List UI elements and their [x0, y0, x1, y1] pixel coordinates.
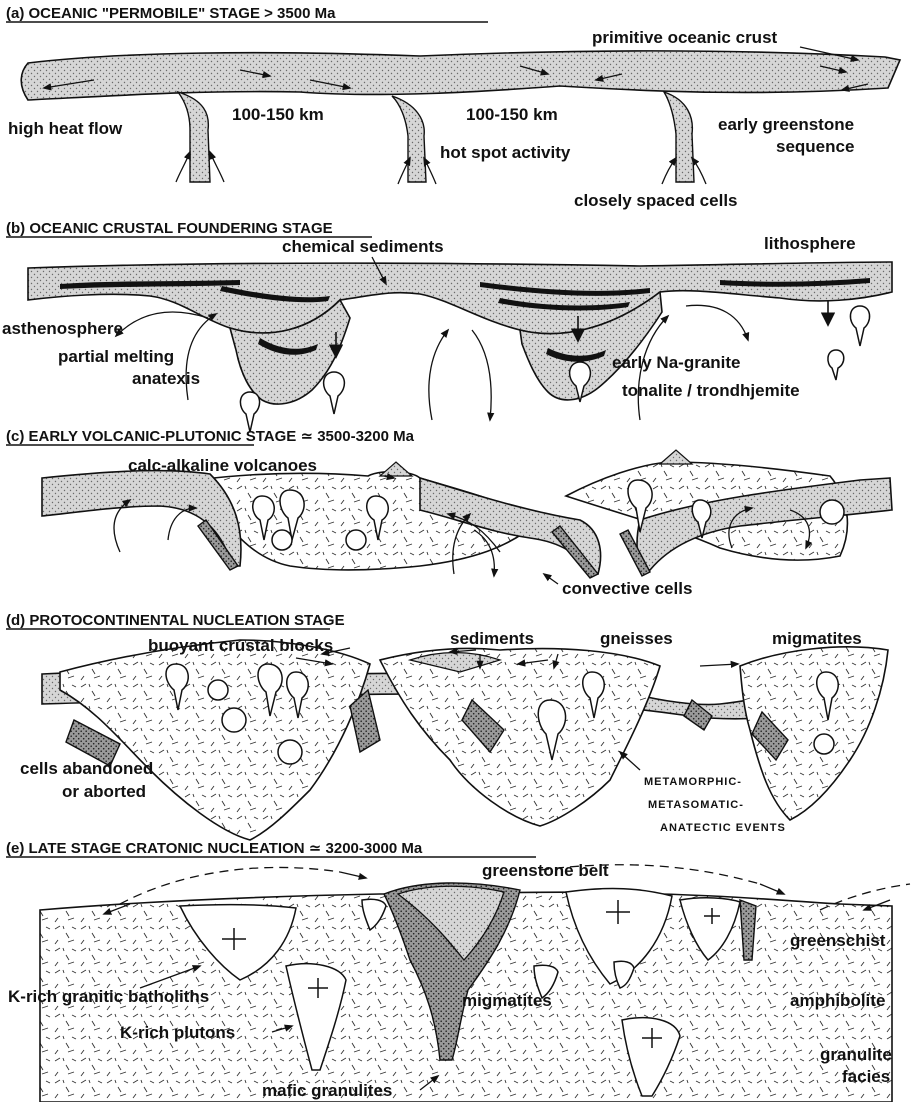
label-tonalite-trondhjemite: tonalite / trondhjemite	[622, 381, 800, 400]
leader-arrow	[620, 752, 640, 770]
label-k-rich-plutons: K-rich plutons	[120, 1023, 235, 1042]
label-metamorphic: METAMORPHIC-	[644, 776, 742, 788]
label-migmatites-d: migmatites	[772, 629, 862, 648]
panel-e: (e) LATE STAGE CRATONIC NUCLEATION ≃ 320…	[6, 840, 910, 1102]
label-cells-abandoned: cells abandoned	[20, 759, 153, 778]
label-granulite: granulite	[820, 1045, 892, 1064]
pluton-cross	[814, 734, 834, 754]
label-cell-width-2: 100-150 km	[466, 105, 558, 124]
volcano	[380, 462, 412, 476]
panel-d-title: (d) PROTOCONTINENTAL NUCLEATION STAGE	[6, 612, 345, 629]
continental-block-2	[380, 648, 660, 826]
panel-e-title: (e) LATE STAGE CRATONIC NUCLEATION ≃ 320…	[6, 840, 423, 857]
label-hot-spot-activity: hot spot activity	[440, 143, 571, 162]
label-early-na-granite: early Na-granite	[612, 353, 741, 372]
label-gneisses: gneisses	[600, 629, 673, 648]
label-lithosphere: lithosphere	[764, 234, 856, 253]
convection-arrow	[116, 312, 208, 336]
label-early-greenstone: early greenstone	[718, 115, 854, 134]
panel-b-title: (b) OCEANIC CRUSTAL FOUNDERING STAGE	[6, 220, 333, 237]
panel-c-title: (c) EARLY VOLCANIC-PLUTONIC STAGE ≃ 3500…	[6, 428, 415, 445]
panel-b: (b) OCEANIC CRUSTAL FOUNDERING STAGE che…	[2, 220, 892, 432]
volcano	[660, 450, 692, 464]
oceanic-plate-c	[42, 471, 241, 566]
convection-arrow	[472, 330, 491, 420]
label-k-rich-granitic-batholiths: K-rich granitic batholiths	[8, 987, 209, 1006]
label-sequence: sequence	[776, 137, 854, 156]
granite-diapir	[240, 392, 259, 432]
pluton-cross	[346, 530, 366, 550]
label-sediments: sediments	[450, 629, 534, 648]
leader-arrow	[544, 574, 558, 584]
label-greenstone-belt: greenstone belt	[482, 861, 609, 880]
label-greenschist: greenschist	[790, 931, 886, 950]
label-buoyant-crustal-blocks: buoyant crustal blocks	[148, 636, 333, 655]
panel-d: (d) PROTOCONTINENTAL NUCLEATION STAGE bu…	[6, 612, 888, 840]
pluton-cross	[278, 740, 302, 764]
plume-center	[392, 96, 426, 182]
label-primitive-oceanic-crust: primitive oceanic crust	[592, 28, 778, 47]
label-cell-width-1: 100-150 km	[232, 105, 324, 124]
eroded-profile-arrow	[760, 884, 784, 894]
label-calc-alkaline-volcanoes: calc-alkaline volcanoes	[128, 456, 317, 475]
label-or-aborted: or aborted	[62, 782, 146, 801]
label-mafic-granulites: mafic granulites	[262, 1081, 392, 1100]
label-convective-cells: convective cells	[562, 579, 692, 598]
plume-right	[664, 92, 694, 182]
granite-diapir	[324, 372, 345, 414]
label-high-heat-flow: high heat flow	[8, 119, 123, 138]
upwelling-arrow	[210, 152, 224, 182]
eroded-profile-arrow	[340, 872, 366, 878]
oceanic-crust-band	[21, 51, 900, 100]
panel-c: (c) EARLY VOLCANIC-PLUTONIC STAGE ≃ 3500…	[6, 428, 892, 598]
label-asthenosphere: asthenosphere	[2, 319, 123, 338]
label-facies: facies	[842, 1067, 890, 1086]
convection-arrow	[429, 330, 448, 420]
label-amphibolite: amphibolite	[790, 991, 885, 1010]
convection-arrow	[686, 305, 748, 340]
label-migmatites-e: migmatites	[462, 991, 552, 1010]
pluton-cross	[272, 530, 292, 550]
plate-arrow	[700, 664, 738, 666]
label-chemical-sediments: chemical sediments	[282, 237, 444, 256]
pluton-cross	[208, 680, 228, 700]
panel-a-title: (a) OCEANIC "PERMOBILE" STAGE > 3500 Ma	[6, 5, 336, 22]
upwelling-arrow	[662, 158, 676, 184]
label-anatectic-events: ANATECTIC EVENTS	[660, 822, 786, 834]
granite-diapir	[850, 306, 869, 346]
label-partial-melting: partial melting	[58, 347, 174, 366]
panel-a: (a) OCEANIC "PERMOBILE" STAGE > 3500 Ma …	[6, 5, 900, 210]
lithosphere-band	[28, 262, 892, 334]
label-closely-spaced-cells: closely spaced cells	[574, 191, 738, 210]
pluton-cross	[222, 708, 246, 732]
granite-diapir	[828, 350, 844, 380]
pluton-cross	[820, 500, 844, 524]
upwelling-arrow	[176, 152, 190, 182]
label-anatexis: anatexis	[132, 369, 200, 388]
label-metasomatic: METASOMATIC-	[648, 799, 744, 811]
